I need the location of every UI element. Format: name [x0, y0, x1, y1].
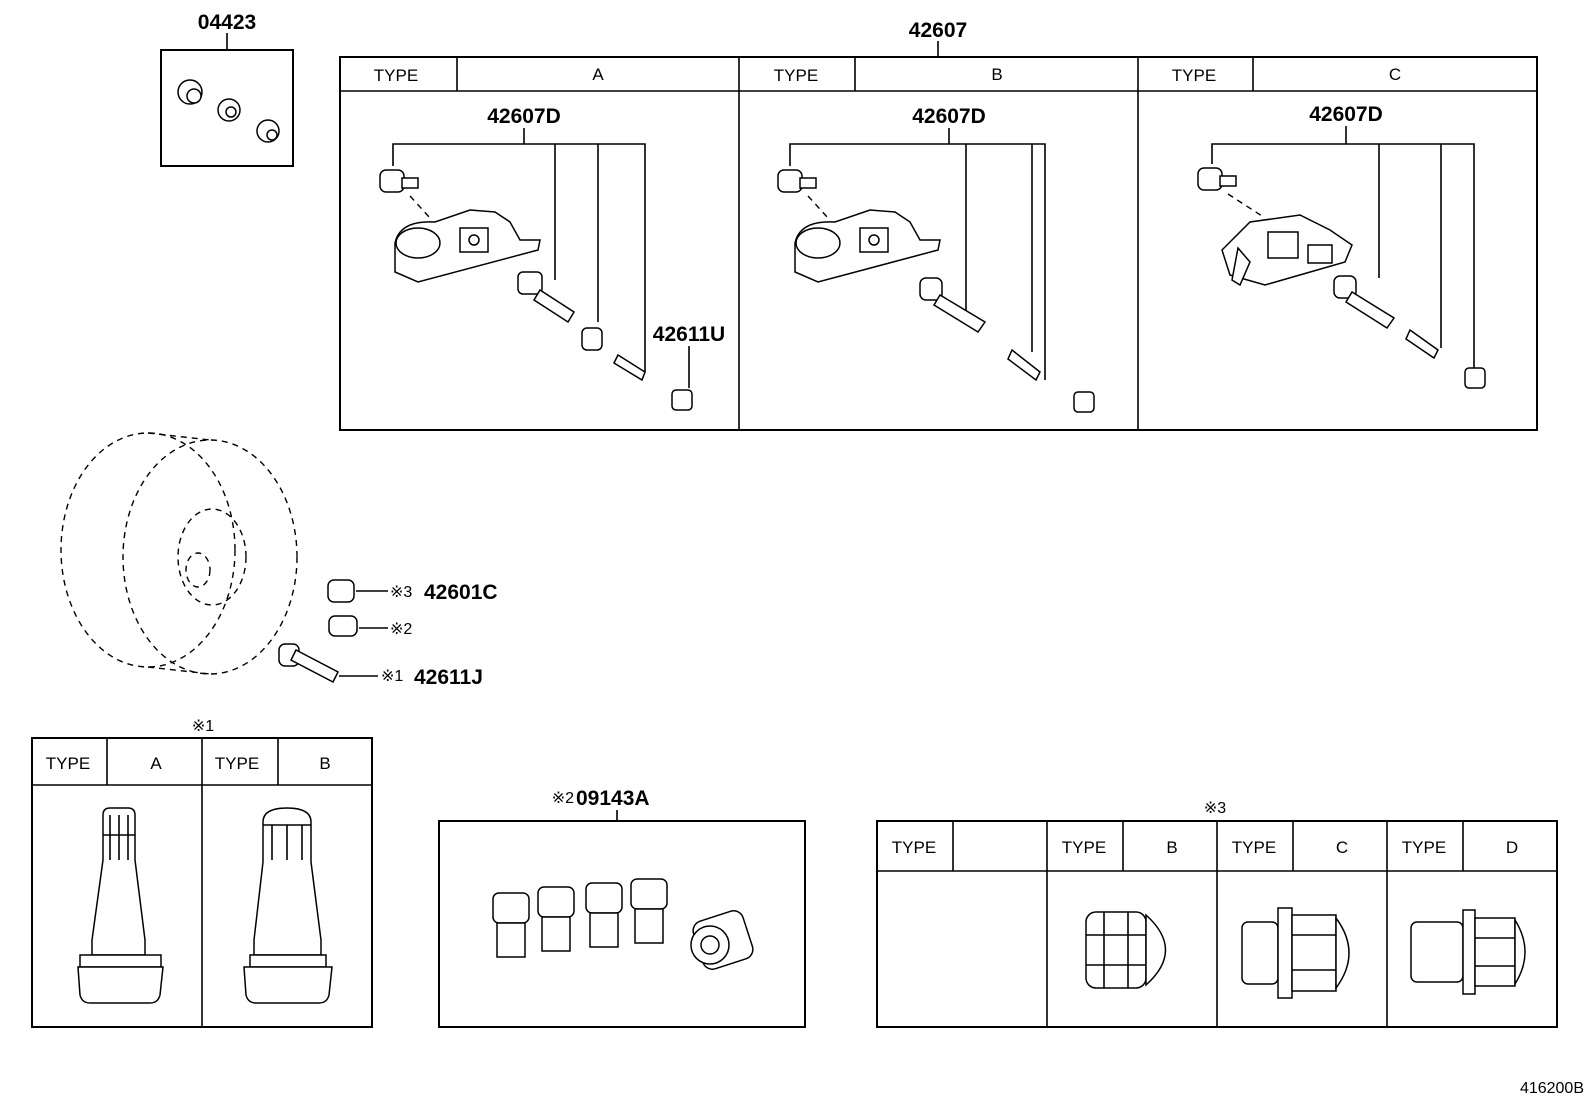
type-value-c: C [1336, 838, 1348, 857]
type-header: TYPE [1172, 66, 1216, 85]
type-value-b: B [319, 754, 330, 773]
mark-1-title: ※1 [192, 718, 214, 735]
box-04423 [160, 49, 294, 167]
label-09143a[interactable]: 09143A [576, 787, 650, 810]
valve-cap-a-icon [671, 389, 693, 411]
kit-04423-icon [177, 79, 280, 143]
nut-type-b-icon [1085, 911, 1167, 989]
type-value-b: B [991, 65, 1002, 84]
valve-type-b-icon [243, 807, 333, 1004]
type-header: TYPE [1402, 838, 1446, 857]
type-header: TYPE [1062, 838, 1106, 857]
label-42607d-a[interactable]: 42607D [487, 105, 561, 128]
label-42607d-c[interactable]: 42607D [1309, 103, 1383, 126]
mark-1: ※1 [381, 668, 403, 685]
valve-stem-icon [278, 643, 339, 684]
valve-type-a-icon [77, 807, 164, 1004]
wheel-icon [60, 432, 298, 675]
label-42607[interactable]: 42607 [909, 19, 967, 42]
type-value-a: A [150, 754, 162, 773]
lug-nut-icon [327, 579, 355, 603]
tpms-sensor-c-icon [1197, 167, 1486, 389]
type-value-a: A [592, 65, 604, 84]
label-42611j[interactable]: 42611J [414, 666, 483, 689]
tpms-sensor-a-icon [379, 169, 646, 382]
mark-3: ※3 [390, 584, 412, 601]
nut-type-c-icon [1241, 907, 1350, 999]
tpms-sensor-b-icon [777, 169, 1041, 382]
label-04423[interactable]: 04423 [198, 11, 256, 34]
type-value-d: D [1506, 838, 1518, 857]
label-42601c[interactable]: 42601C [424, 581, 498, 604]
table-42607 [339, 56, 1538, 431]
type-header: TYPE [1232, 838, 1276, 857]
wheel-lock-set-icon [492, 878, 754, 970]
type-header: TYPE [215, 754, 259, 773]
lock-nut-icon [328, 615, 358, 637]
label-42611u[interactable]: 42611U [653, 323, 725, 346]
mark-2-title: ※2 [552, 790, 574, 807]
type-header: TYPE [892, 838, 936, 857]
box-09143a [438, 820, 806, 1028]
label-42607d-b[interactable]: 42607D [912, 105, 986, 128]
valve-cap-b-icon [1073, 391, 1095, 413]
mark-2: ※2 [390, 621, 412, 638]
type-value-b: B [1166, 838, 1177, 857]
type-value-c: C [1389, 65, 1401, 84]
nut-type-d-icon [1410, 909, 1526, 995]
type-header: TYPE [774, 66, 818, 85]
mark-3-title: ※3 [1204, 800, 1226, 817]
type-header: TYPE [374, 66, 418, 85]
figure-id: 416200B [1520, 1080, 1584, 1097]
type-header: TYPE [46, 754, 90, 773]
